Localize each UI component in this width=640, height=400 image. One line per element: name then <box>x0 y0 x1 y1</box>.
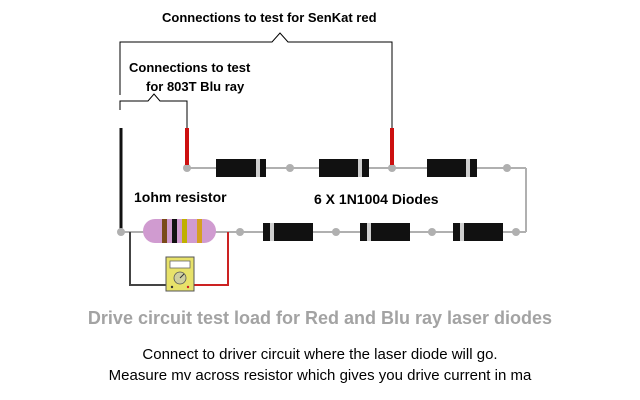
resistor <box>143 219 216 243</box>
meter-red-wire <box>194 232 229 286</box>
instruction-line-1: Connect to driver circuit where the lase… <box>142 346 498 363</box>
diode-6 <box>453 223 503 241</box>
senkat-connections-label: Connections to test for SenKat red <box>162 10 377 25</box>
meter-black-wire <box>129 232 166 286</box>
bluray-bracket <box>119 93 188 128</box>
senkat-bracket <box>119 32 393 128</box>
diodes-label: 6 X 1N1004 Diodes <box>314 191 439 207</box>
diode-4 <box>263 223 313 241</box>
bluray-connections-label-line1: Connections to test <box>129 60 251 75</box>
diode-3 <box>427 159 477 177</box>
diode-5 <box>360 223 410 241</box>
diode-1 <box>216 159 266 177</box>
wire-nodes <box>117 164 520 236</box>
multimeter-icon <box>165 256 195 292</box>
instruction-line-2: Measure mv across resistor which gives y… <box>108 367 532 384</box>
diagram-title: Drive circuit test load for Red and Blu … <box>87 308 553 328</box>
resistor-label: 1ohm resistor <box>134 189 227 205</box>
bluray-connections-label-line2: for 803T Blu ray <box>146 79 245 94</box>
diode-2 <box>319 159 369 177</box>
